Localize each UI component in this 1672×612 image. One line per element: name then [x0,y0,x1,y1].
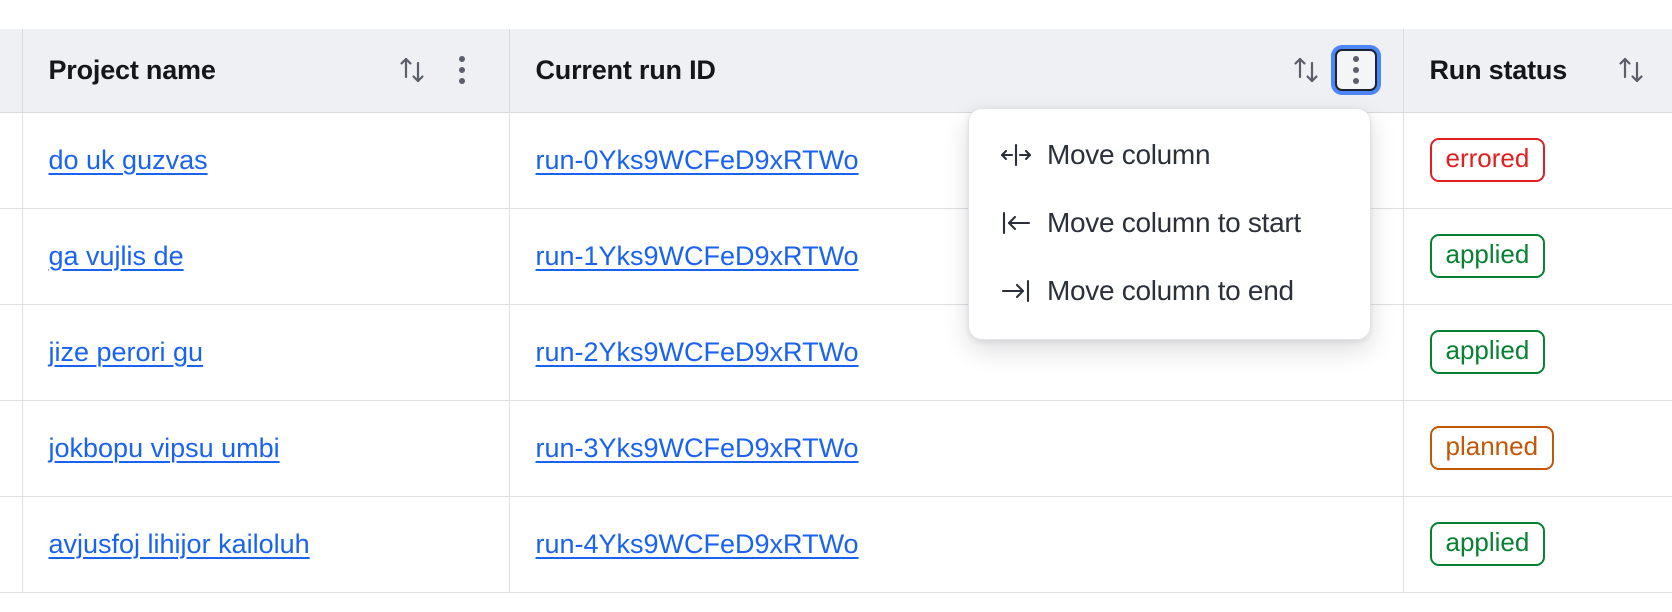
row-gutter-cell [0,208,23,305]
sort-icon[interactable] [397,53,427,87]
column-options-kebab-icon [458,54,465,87]
project-name-link[interactable]: do uk guzvas [48,144,208,175]
row-gutter-cell [0,112,23,209]
column-tools-project-name [397,49,483,91]
row-gutter-cell [0,496,23,593]
cell-project-name: ga vujlis de [22,208,510,305]
column-tools-run-status [1616,53,1646,87]
column-header-label-current-run-id: Current run ID [535,54,716,85]
cell-project-name: avjusfoj lihijor kailoluh [22,496,510,593]
projects-table-container: Project name [0,29,1672,593]
table-row: do uk guzvas run-0Yks9WCFeD9xRTWo errore… [0,112,1672,209]
sort-icon[interactable] [1291,53,1321,87]
status-badge: planned [1429,426,1555,470]
table-body: do uk guzvas run-0Yks9WCFeD9xRTWo errore… [0,112,1672,593]
status-badge: applied [1429,522,1546,566]
cell-run-status: applied [1403,496,1672,593]
column-options-button-current-run-id[interactable] [1334,49,1377,92]
table-header: Project name [0,29,1672,113]
table-row: ga vujlis de run-1Yks9WCFeD9xRTWo applie… [0,208,1672,305]
column-header-current-run-id[interactable]: Current run ID [509,29,1404,113]
column-tools-current-run-id [1291,49,1377,92]
project-name-link[interactable]: avjusfoj lihijor kailoluh [48,528,310,559]
column-header-label-run-status: Run status [1429,54,1568,85]
column-options-button-project-name[interactable] [441,49,483,91]
column-options-kebab-icon [1352,54,1359,87]
column-header-project-name[interactable]: Project name [22,29,510,113]
run-id-link[interactable]: run-1Yks9WCFeD9xRTWo [535,240,859,271]
row-select-header-cell [0,29,23,113]
cell-project-name: jize perori gu [22,304,510,401]
table-row: jokbopu vipsu umbi run-3Yks9WCFeD9xRTWo … [0,400,1672,497]
cell-run-status: planned [1403,400,1672,497]
cell-current-run-id: run-4Yks9WCFeD9xRTWo [509,496,1404,593]
project-name-link[interactable]: ga vujlis de [48,240,184,271]
cell-run-status: applied [1403,304,1672,401]
column-header-run-status[interactable]: Run status [1403,29,1672,113]
projects-table: Project name [0,29,1672,593]
menu-item-label: Move column [1047,139,1211,170]
row-gutter-cell [0,304,23,401]
move-column-icon [999,140,1033,170]
run-id-link[interactable]: run-0Yks9WCFeD9xRTWo [535,144,859,175]
run-id-link[interactable]: run-3Yks9WCFeD9xRTWo [535,432,859,463]
menu-item-move-column[interactable]: Move column [969,121,1370,189]
sort-icon[interactable] [1616,53,1646,87]
cell-current-run-id: run-3Yks9WCFeD9xRTWo [509,400,1404,497]
menu-item-label: Move column to end [1047,275,1294,306]
table-header-row: Project name [0,29,1672,113]
move-column-to-end-icon [999,276,1033,306]
row-gutter-cell [0,400,23,497]
cell-run-status: errored [1403,112,1672,209]
column-options-menu: Move column Move column to start [968,108,1371,340]
cell-run-status: applied [1403,208,1672,305]
table-row: jize perori gu run-2Yks9WCFeD9xRTWo appl… [0,304,1672,401]
status-badge: applied [1429,234,1546,278]
run-id-link[interactable]: run-4Yks9WCFeD9xRTWo [535,528,859,559]
cell-project-name: do uk guzvas [22,112,510,209]
column-header-label-project-name: Project name [48,54,216,85]
project-name-link[interactable]: jize perori gu [48,336,204,367]
move-column-to-start-icon [999,208,1033,238]
run-id-link[interactable]: run-2Yks9WCFeD9xRTWo [535,336,859,367]
project-name-link[interactable]: jokbopu vipsu umbi [48,432,280,463]
menu-item-move-column-to-end[interactable]: Move column to end [969,257,1370,325]
menu-item-label: Move column to start [1047,207,1301,238]
status-badge: applied [1429,330,1546,374]
cell-project-name: jokbopu vipsu umbi [22,400,510,497]
status-badge: errored [1429,138,1546,182]
menu-item-move-column-to-start[interactable]: Move column to start [969,189,1370,257]
table-row: avjusfoj lihijor kailoluh run-4Yks9WCFeD… [0,496,1672,593]
